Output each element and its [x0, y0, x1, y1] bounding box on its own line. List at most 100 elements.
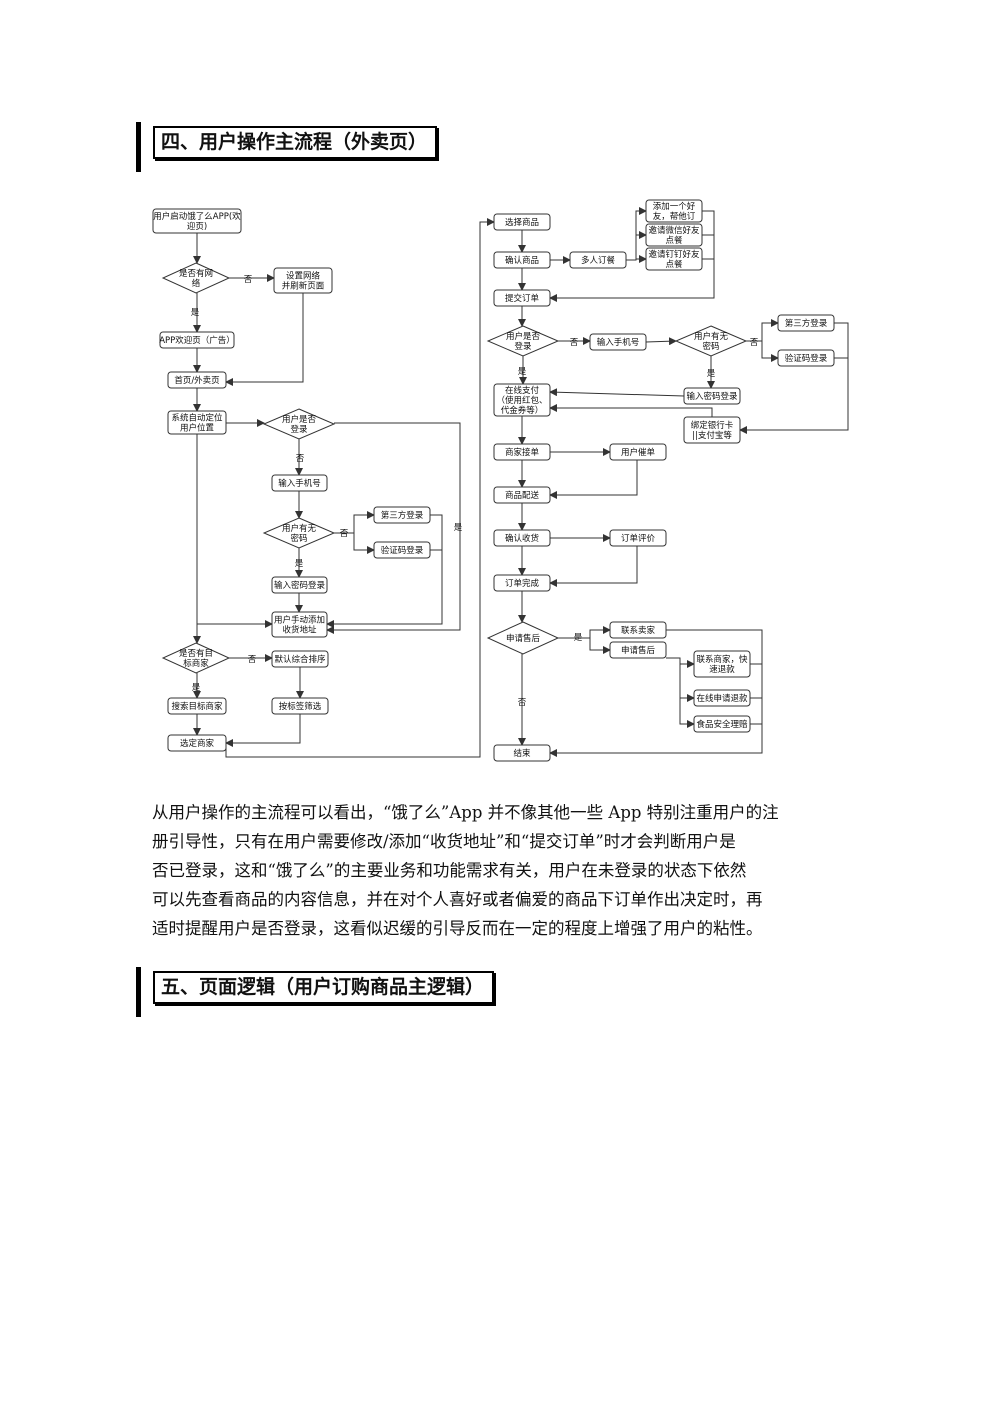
- step-multi: 多人订餐: [569, 251, 627, 269]
- edge-label: 否: [340, 529, 349, 539]
- step-urge: 用户催单: [609, 443, 667, 461]
- node-text: 密码: [290, 533, 307, 544]
- node-text: 验证码登录: [785, 353, 828, 364]
- heading-bar: [136, 122, 141, 172]
- node-text: 在线支付: [505, 385, 540, 396]
- decision-aftersale: 申请售后: [486, 621, 560, 655]
- flow-connector: [679, 664, 695, 702]
- node-text: 结束: [513, 748, 531, 759]
- decision-login1: 用户是否登录: [262, 408, 336, 440]
- node-text: 搜索目标商家: [171, 701, 223, 712]
- node-text: 输入手机号: [597, 337, 640, 348]
- step-code1: 验证码登录: [373, 541, 431, 559]
- node-text: 商家接单: [505, 447, 540, 458]
- edge-label: 否: [750, 338, 759, 348]
- paragraph-line: 册引导性，只有在用户需要修改/添加“收货地址”和“提交订单”时才会判断用户是: [152, 832, 736, 851]
- edge-label: 否: [248, 655, 257, 665]
- flow-connector: [589, 638, 611, 654]
- step-sort: 默认综合排序: [271, 650, 329, 668]
- edge-label: 是: [191, 308, 200, 318]
- node-text: 友，帮他订: [653, 211, 696, 222]
- edge-label: 是: [574, 633, 583, 643]
- flow-connector: [549, 546, 638, 587]
- flow-connector: [326, 422, 461, 634]
- node-text: 用户手动添加: [274, 615, 325, 626]
- node-text: 申请售后: [621, 645, 656, 656]
- node-text: 输入密码登录: [686, 391, 738, 402]
- edge-label: 是: [295, 559, 304, 569]
- step-phone1: 输入手机号: [271, 474, 328, 492]
- node-text: 选择商品: [505, 217, 539, 228]
- paragraph-line: 从用户操作的主流程可以看出，“饿了么”App 并不像其他一些 App 特别注重用…: [152, 803, 779, 822]
- node-text: 按标签筛选: [279, 701, 322, 712]
- node-text: 输入手机号: [278, 478, 321, 489]
- flow-connector: [761, 341, 779, 362]
- step-enterpwd2: 输入密码登录: [683, 387, 741, 405]
- step-deliver: 商品配送: [493, 486, 551, 504]
- node-text: （使用红包、: [496, 395, 547, 406]
- node-text: 登录: [290, 424, 308, 435]
- node-text: 设置网络: [286, 271, 321, 282]
- node-text: 确认收货: [505, 533, 540, 544]
- flow-connector: [353, 533, 375, 554]
- node-text: 申请售后: [506, 633, 541, 644]
- step-refund2: 在线申请退款: [693, 689, 751, 707]
- node-text: 用户是否: [506, 331, 541, 342]
- node-text: 食品安全理赔: [696, 719, 748, 730]
- flow-connector: [196, 434, 273, 628]
- node-text: 络: [192, 278, 201, 289]
- step-done: 订单完成: [493, 574, 551, 592]
- edge-label: 是: [707, 369, 716, 379]
- node-text: 提交订单: [505, 293, 540, 304]
- node-text: 联系商家，快: [696, 654, 748, 665]
- flow-connector: [334, 511, 375, 534]
- step-bind: 绑定银行卡||支付宝等: [683, 416, 741, 444]
- node-text: 是否有目: [179, 648, 213, 659]
- decision-login2: 用户是否登录: [486, 325, 560, 357]
- node-text: 并刷新页面: [282, 281, 325, 292]
- step-safety: 食品安全理赔: [693, 715, 751, 733]
- node-text: 邀请钉钉好友: [648, 249, 700, 260]
- node-text: 迎页): [187, 221, 207, 232]
- step-home: 首页/外卖页: [167, 371, 227, 389]
- step-pay: 在线支付（使用红包、代金券等）: [493, 383, 551, 417]
- edge-label: 是: [518, 367, 527, 377]
- step-search: 搜索目标商家: [167, 697, 227, 715]
- node-text: 密码: [702, 341, 719, 352]
- flow-connector: [549, 629, 763, 757]
- node-text: 邀请微信好友: [648, 225, 700, 236]
- edge-label: 否: [518, 698, 527, 708]
- flow-connector: [739, 322, 849, 434]
- step-phone2: 输入手机号: [589, 333, 647, 351]
- node-text: 商品配送: [505, 490, 540, 501]
- section-4-heading: 四、用户操作主流程（外卖页）: [136, 122, 438, 172]
- section-4-title: 四、用户操作主流程（外卖页）: [153, 126, 438, 159]
- user-operation-flowchart: 用户启动饿了么APP(欢迎页)是否有网络设置网络并刷新页面APP欢迎页（广告）首…: [152, 199, 849, 762]
- edge-label: 否: [570, 338, 579, 348]
- node-text: 订单评价: [621, 533, 656, 544]
- flow-connector: [666, 657, 695, 668]
- node-text: 收货地址: [282, 625, 317, 636]
- step-filter: 按标签筛选: [271, 697, 329, 715]
- edge-label: 否: [244, 275, 253, 285]
- node-text: 添加一个好: [653, 201, 696, 212]
- section-5-heading: 五、页面逻辑（用户订购商品主逻辑）: [136, 967, 495, 1017]
- flow-connector: [549, 388, 685, 397]
- edge-label: 是: [192, 683, 201, 693]
- flow-connector: [225, 714, 301, 747]
- paragraph-line: 适时提醒用户是否登录，这看似迟缓的引导反而在一定的程度上增强了用户的粘性。: [152, 919, 763, 938]
- edge-label: 是: [454, 523, 463, 533]
- edge-label: 否: [296, 454, 305, 464]
- node-text: 验证码登录: [381, 545, 424, 556]
- node-text: 绑定银行卡: [691, 420, 734, 431]
- node-text: APP欢迎页（广告）: [159, 335, 235, 346]
- node-text: 在线申请退款: [696, 693, 748, 704]
- node-text: 联系卖家: [621, 625, 656, 636]
- step-end: 结束: [493, 744, 551, 762]
